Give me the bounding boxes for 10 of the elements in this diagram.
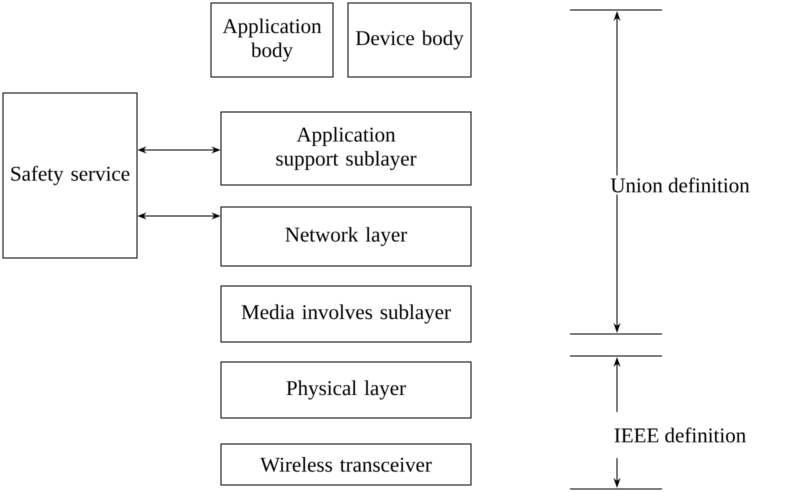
dimension-label: IEEE definition bbox=[612, 426, 748, 444]
layer-box: Application body bbox=[210, 2, 334, 78]
layer-box: Application support sublayer bbox=[220, 112, 472, 186]
layer-box: Network layer bbox=[220, 206, 472, 266]
layer-box: Wireless transceiver bbox=[220, 443, 472, 486]
layer-box: Device body bbox=[348, 2, 472, 78]
layer-box: Physical layer bbox=[220, 361, 472, 418]
layer-box: Safety service bbox=[2, 92, 138, 258]
dimension-label: Union definition bbox=[608, 176, 752, 194]
layer-box: Media involves sublayer bbox=[220, 285, 472, 342]
